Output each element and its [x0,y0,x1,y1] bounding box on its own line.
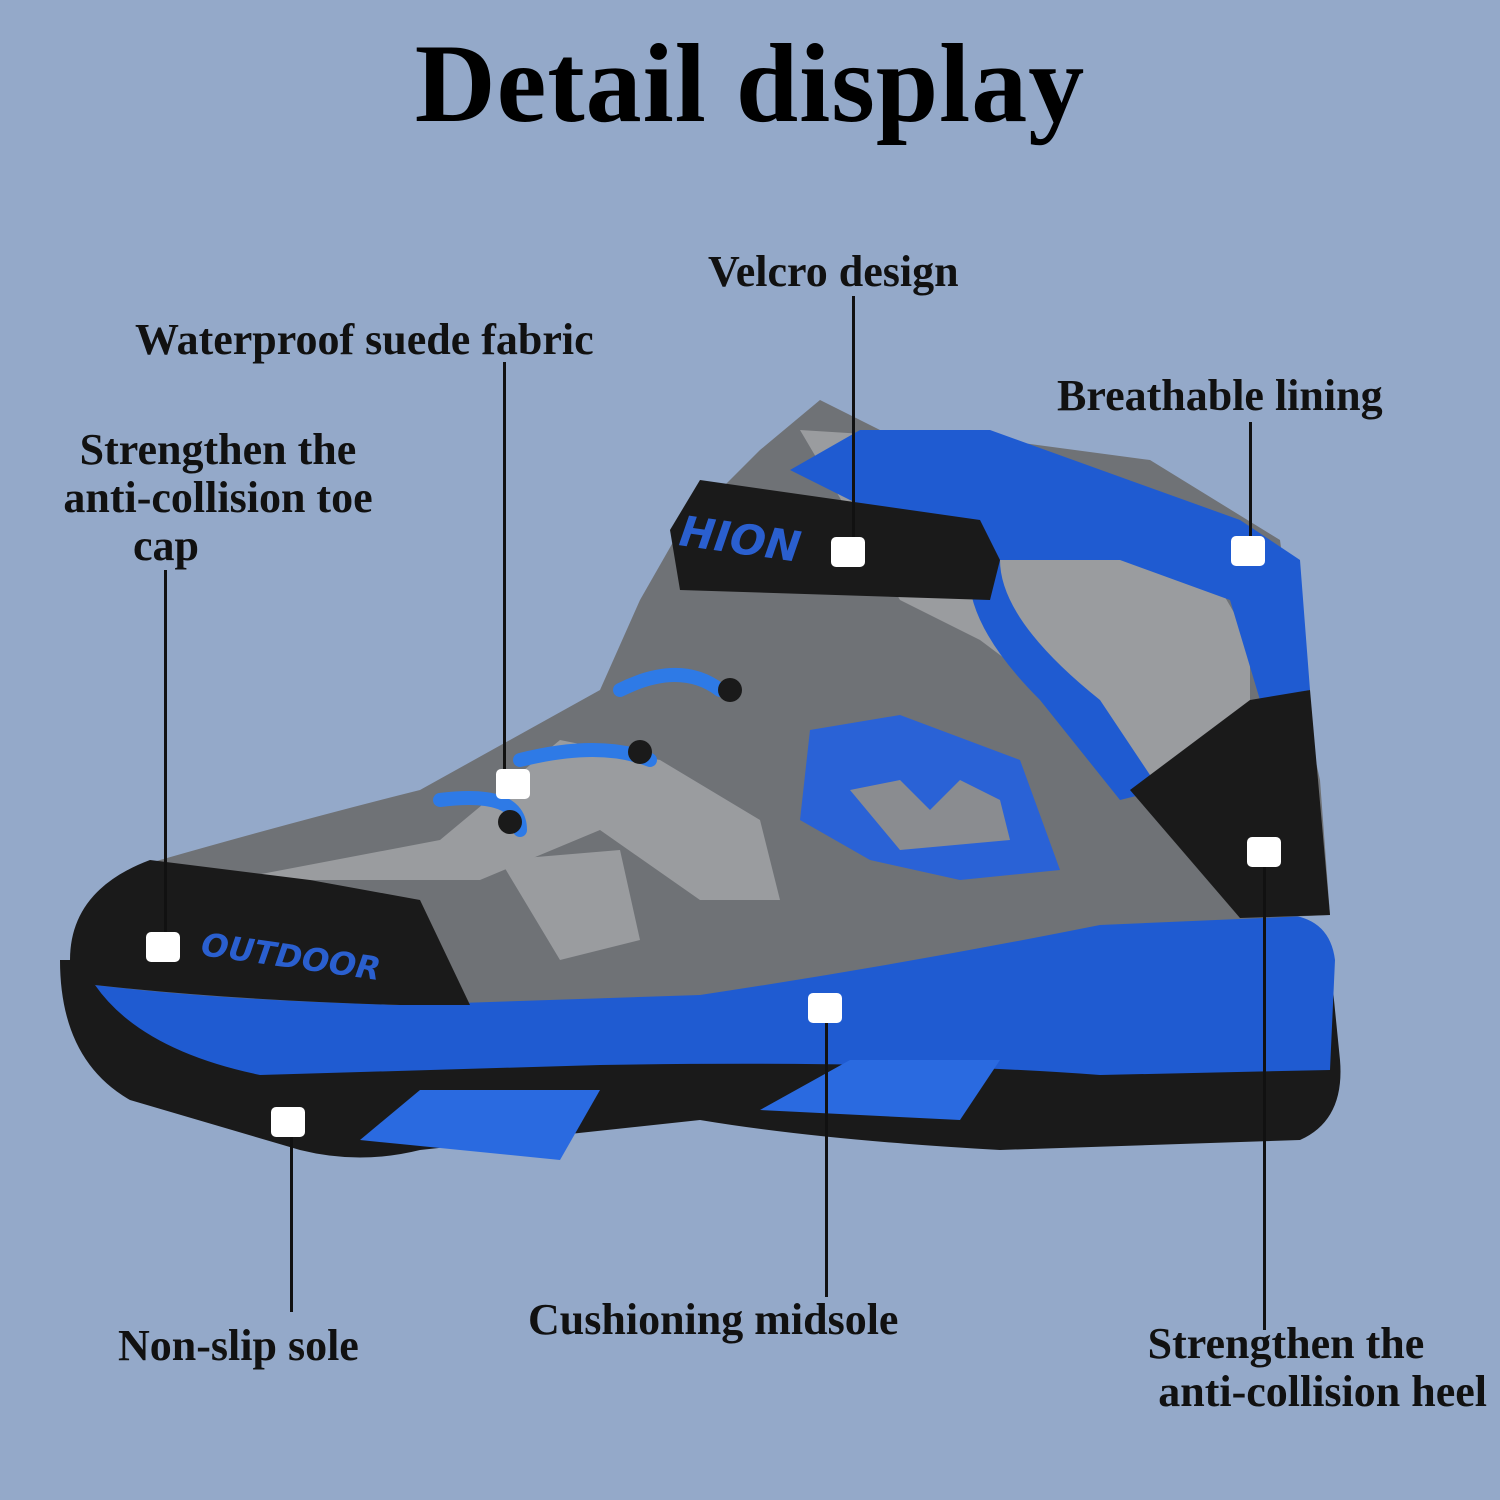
marker-cushioning [808,993,842,1023]
label-heel: Strengthen the anti-collision heel [1045,1320,1487,1416]
leader-line-waterproof [503,362,506,772]
leader-line-velcro [852,296,855,546]
leader-line-cushioning [825,1015,828,1297]
label-velcro-design: Velcro design [708,247,959,296]
label-heel-line1: Strengthen the [1147,1319,1425,1368]
leader-line-breathable [1249,422,1252,547]
label-toe-cap: Strengthen the anti-collision toe cap [8,426,428,570]
marker-heel [1247,837,1281,867]
label-breathable-lining: Breathable lining [1057,371,1383,420]
label-toe-cap-line2: anti-collision toe [63,473,373,522]
label-waterproof-suede: Waterproof suede fabric [135,315,594,364]
leader-line-non-slip [290,1130,293,1312]
label-toe-cap-line3: cap [133,521,199,570]
midsole [95,915,1335,1075]
label-non-slip-sole: Non-slip sole [118,1321,359,1370]
marker-velcro [831,537,865,567]
marker-breathable [1231,536,1265,566]
marker-waterproof [496,769,530,799]
page-title: Detail display [414,22,1086,146]
leader-line-heel [1263,860,1266,1330]
label-cushioning-midsole: Cushioning midsole [528,1295,899,1344]
marker-non-slip [271,1107,305,1137]
leader-line-toe-cap [164,570,167,940]
label-toe-cap-line1: Strengthen the [79,425,357,474]
label-heel-line2: anti-collision heel [1158,1367,1487,1416]
marker-toe-cap [146,932,180,962]
